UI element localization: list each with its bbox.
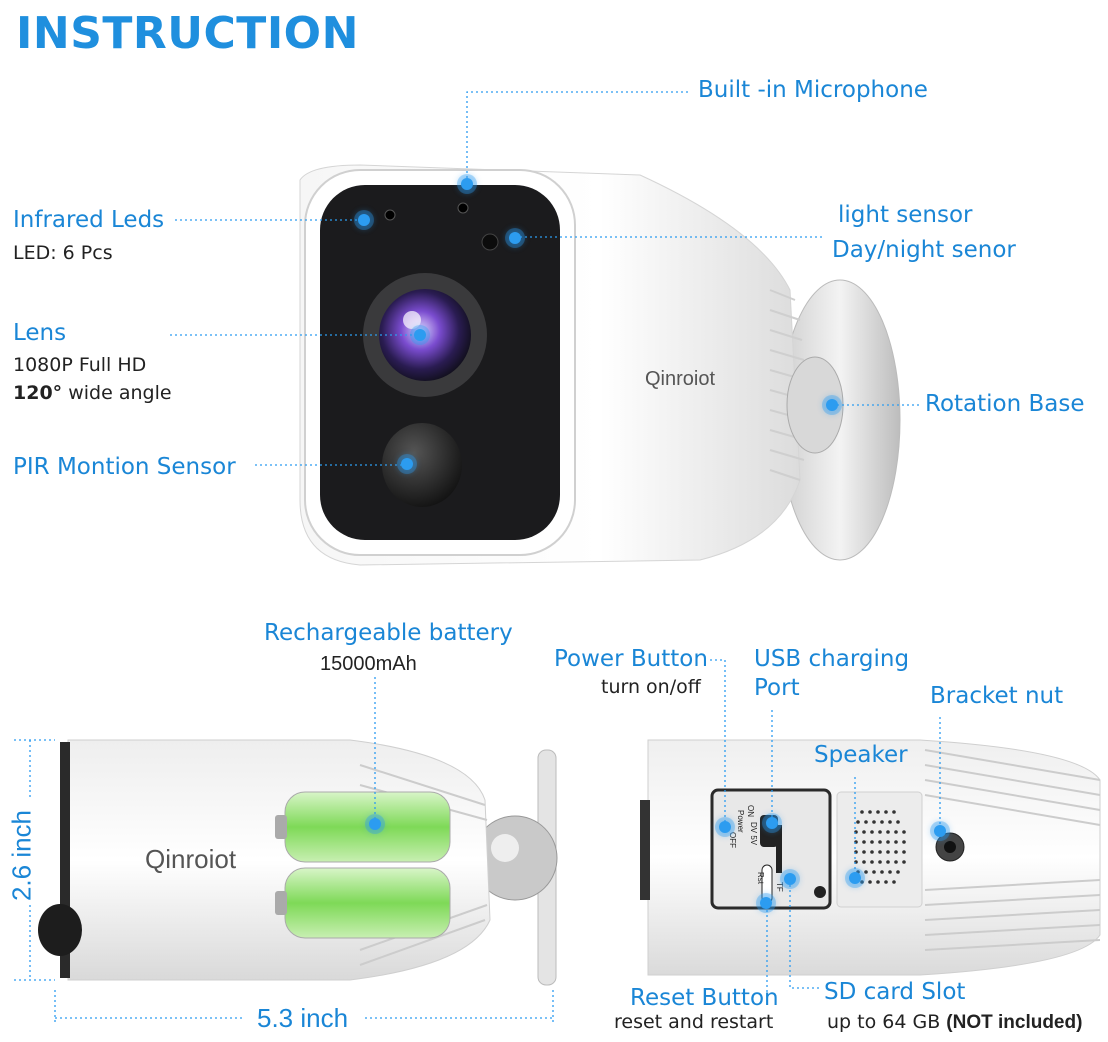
- page-title: INSTRUCTION: [16, 8, 359, 59]
- battery-label: Rechargeable battery: [264, 620, 513, 646]
- brand-text-front: Qinroiot: [645, 368, 715, 390]
- microphone-marker: [461, 178, 473, 190]
- lens-angle: 120° wide angle: [13, 382, 172, 404]
- speaker-marker: [849, 872, 861, 884]
- height-dimension: 2.6 inch: [6, 809, 37, 902]
- day-night-sensor-label: Day/night senor: [832, 237, 1016, 263]
- dv5v-text: DV 5V: [749, 822, 758, 846]
- power-button-marker: [719, 821, 731, 833]
- rst-text: Rst: [756, 872, 765, 885]
- tf-text: TF: [775, 882, 784, 892]
- power-button-sublabel: turn on/off: [601, 676, 701, 698]
- sd-slot-label: SD card Slot: [824, 979, 966, 1005]
- usb-port-label-2: Port: [754, 675, 800, 701]
- camera-side-illustration: Qinroiot: [14, 677, 558, 1025]
- reset-button-label: Reset Button: [630, 985, 779, 1011]
- switch-on-text: ON: [746, 805, 755, 817]
- battery-marker: [369, 818, 381, 830]
- microphone-label: Built -in Microphone: [698, 77, 928, 103]
- lens-label: Lens: [13, 320, 67, 346]
- reset-button-sublabel: reset and restart: [614, 1011, 774, 1033]
- infrared-label: Infrared Leds: [13, 207, 165, 233]
- length-dimension: 5.3 inch: [257, 1003, 349, 1033]
- brand-text-side: Qinroiot: [145, 844, 237, 874]
- bracket-nut-label: Bracket nut: [930, 683, 1064, 709]
- sd-slot-marker: [784, 873, 796, 885]
- lens-marker: [414, 329, 426, 341]
- rotation-base-marker: [826, 399, 838, 411]
- usb-port-marker: [766, 817, 778, 829]
- rotation-base-label: Rotation Base: [925, 391, 1085, 417]
- infrared-sublabel: LED: 6 Pcs: [13, 242, 113, 264]
- infrared-marker: [358, 214, 370, 226]
- pir-marker: [401, 458, 413, 470]
- lens-resolution: 1080P Full HD: [13, 354, 147, 376]
- light-sensor-label: light sensor: [838, 202, 973, 228]
- power-text: Power: [736, 810, 745, 833]
- power-button-label: Power Button: [554, 646, 708, 672]
- switch-off-text: OFF: [728, 832, 737, 848]
- camera-front-illustration: Qinroiot: [170, 91, 920, 566]
- sd-slot-sublabel: up to 64 GB (NOT included): [827, 1011, 1083, 1033]
- pir-label: PIR Montion Sensor: [13, 454, 236, 480]
- speaker-label: Speaker: [814, 742, 908, 768]
- light-sensor-marker: [509, 232, 521, 244]
- bracket-nut-marker: [934, 825, 946, 837]
- battery-capacity: 15000mAh: [320, 653, 417, 675]
- reset-button-marker: [760, 897, 772, 909]
- usb-port-label-1: USB charging: [754, 646, 910, 672]
